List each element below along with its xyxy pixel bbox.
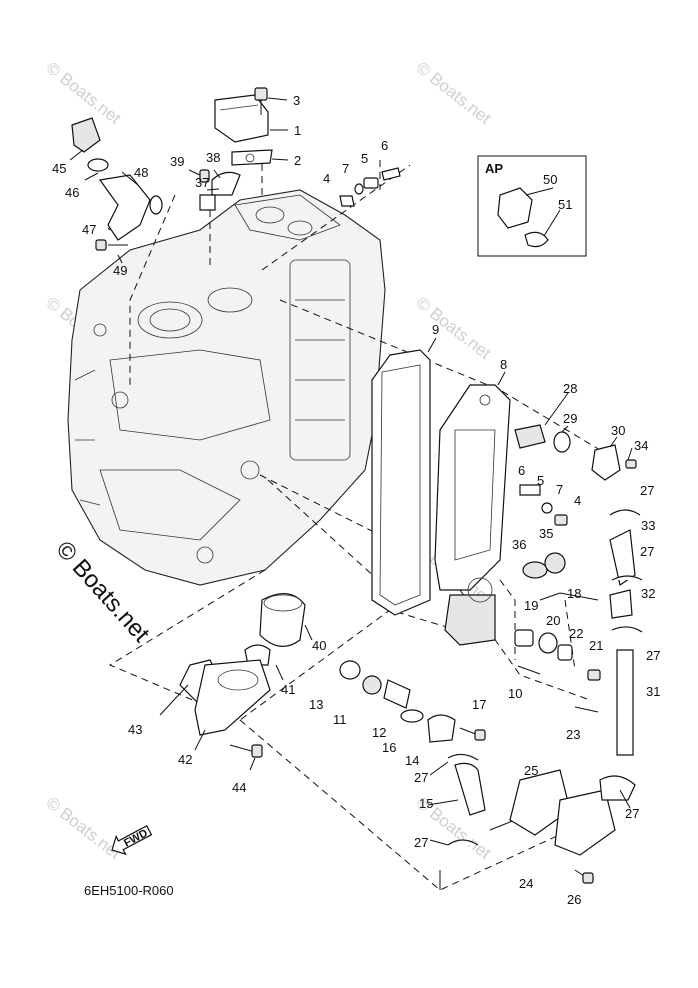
callout-label: 46: [65, 185, 79, 200]
ap-inset: AP: [477, 155, 587, 257]
callout-label: 4: [574, 493, 581, 508]
callout-label: 50: [543, 172, 557, 187]
callout-label: 21: [589, 638, 603, 653]
watermark: © Boats.net: [413, 293, 495, 363]
right-parts: [509, 424, 643, 884]
callout-label: 27: [640, 544, 654, 559]
leader-lines: [69, 97, 633, 846]
callout-label: 30: [611, 423, 625, 438]
callout-label: 48: [134, 165, 148, 180]
watermark: © Boats.net: [43, 793, 125, 863]
ap-inset-label: AP: [485, 161, 503, 176]
callout-label: 13: [309, 697, 323, 712]
callout-label: 14: [405, 753, 419, 768]
callout-label: 28: [563, 381, 577, 396]
watermark: © Boats.net: [43, 58, 125, 128]
callout-label: 40: [312, 638, 326, 653]
callout-label: 51: [558, 197, 572, 212]
callout-label: 25: [524, 763, 538, 778]
left-top-parts: [71, 117, 163, 251]
callout-label: 10: [508, 686, 522, 701]
callout-label: 8: [500, 357, 507, 372]
callout-label: 1: [294, 123, 301, 138]
callout-label: 47: [82, 222, 96, 237]
callout-label: 23: [566, 727, 580, 742]
callout-label: 32: [641, 586, 655, 601]
callout-label: 43: [128, 722, 142, 737]
callout-label: 36: [512, 537, 526, 552]
callout-label: 49: [113, 263, 127, 278]
callout-label: 9: [432, 322, 439, 337]
callout-label: 35: [539, 526, 553, 541]
callout-label: 18: [567, 586, 581, 601]
callout-label: 2: [294, 153, 301, 168]
callout-label: 19: [524, 598, 538, 613]
callout-label: 17: [472, 697, 486, 712]
callout-labels: 1 2 3 4 4 5 5 6 6 7 7 8 9 10 11 12 13 14…: [52, 93, 660, 907]
callout-label: 31: [646, 684, 660, 699]
callout-label: 12: [372, 725, 386, 740]
callout-label: 7: [556, 482, 563, 497]
callout-label: 26: [567, 892, 581, 907]
callout-label: 4: [323, 171, 330, 186]
callout-label: 11: [333, 712, 347, 727]
callout-label: 45: [52, 161, 66, 176]
callout-label: 27: [414, 835, 428, 850]
callout-label: 15: [419, 796, 433, 811]
lower-parts: [179, 593, 486, 846]
callout-label: 5: [537, 473, 544, 488]
callout-label: 6: [518, 463, 525, 478]
callout-label: 16: [382, 740, 396, 755]
exhaust-cover: [371, 349, 511, 646]
callout-label: 29: [563, 411, 577, 426]
callout-label: 22: [569, 626, 583, 641]
callout-label: 3: [293, 93, 300, 108]
callout-label: 44: [232, 780, 246, 795]
callout-label: 27: [625, 806, 639, 821]
callout-label: 6: [381, 138, 388, 153]
callout-label: 42: [178, 752, 192, 767]
callout-label: 5: [361, 151, 368, 166]
callout-label: 27: [640, 483, 654, 498]
callout-label: 34: [634, 438, 648, 453]
diagram-code: 6EH5100-R060: [84, 883, 174, 898]
watermark: © Boats.net: [413, 58, 495, 128]
fwd-label: FWD: [122, 827, 150, 849]
callout-label: 39: [170, 154, 184, 169]
callout-label: 7: [342, 161, 349, 176]
cylinder-block: [67, 189, 386, 586]
callout-label: 24: [519, 876, 533, 891]
callout-label: 37: [195, 175, 209, 190]
callout-label: 27: [646, 648, 660, 663]
callout-label: 20: [546, 613, 560, 628]
callout-label: 38: [206, 150, 220, 165]
callout-label: 27: [414, 770, 428, 785]
callout-label: 41: [281, 682, 295, 697]
ap-inset-frame: [477, 155, 587, 257]
callout-label: 33: [641, 518, 655, 533]
